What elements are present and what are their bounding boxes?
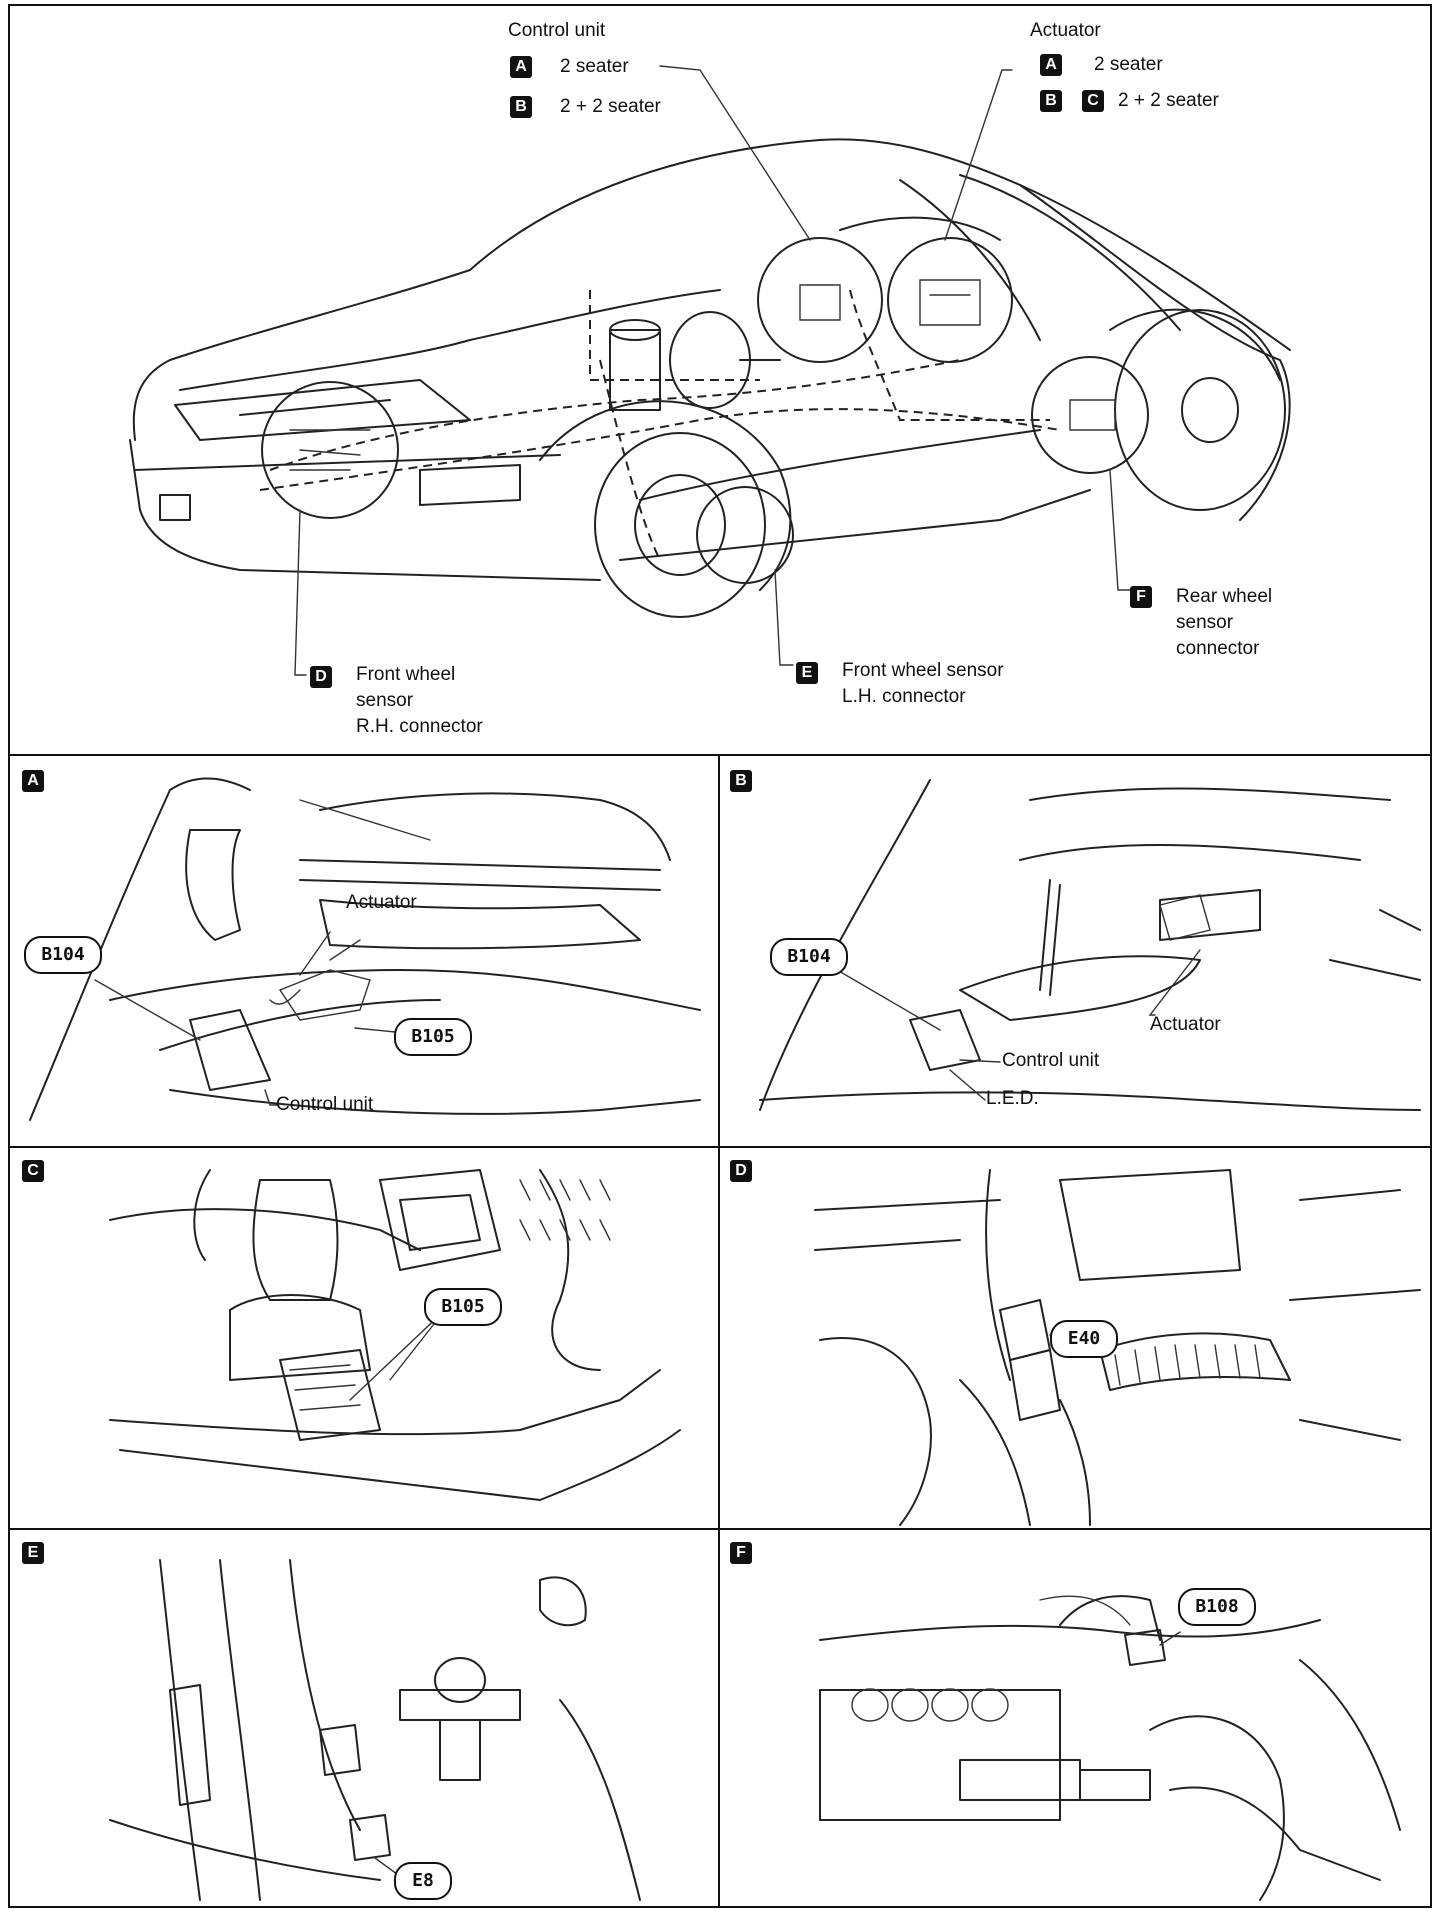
- front-lh-label: Front wheel sensor L.H. connector: [842, 660, 1004, 707]
- panel-f-illustration: [819, 1595, 1401, 1901]
- control-unit-2plus2-seater: 2 + 2 seater: [560, 96, 661, 117]
- panel-e-badge: E: [22, 1542, 44, 1564]
- actuator-2plus2-seater: 2 + 2 seater: [1118, 90, 1219, 111]
- panel-a-actuator-label: Actuator: [346, 892, 417, 913]
- car-illustration: [129, 65, 1291, 676]
- panel-d-badge: D: [730, 1160, 752, 1182]
- panel-b-badge: B: [730, 770, 752, 792]
- panel-a-control-unit-label: Control unit: [276, 1094, 374, 1115]
- panel-d-illustration: [814, 1169, 1421, 1526]
- rear-badge: F: [1130, 586, 1152, 608]
- panel-b-control-unit-label: Control unit: [1002, 1050, 1100, 1071]
- panel-f-frame: [718, 1528, 1432, 1908]
- panel-c-illustration: [109, 1169, 681, 1501]
- actuator-title: Actuator: [1030, 20, 1101, 41]
- actuator-badge-a: A: [1040, 54, 1062, 76]
- actuator-badge-b: B: [1040, 90, 1062, 112]
- rear-wheel-label: Rear wheel sensor connector: [1176, 586, 1273, 659]
- panel-c-badge: C: [22, 1160, 44, 1182]
- panel-b-actuator-label: Actuator: [1150, 1014, 1221, 1035]
- control-unit-badge-a: A: [510, 56, 532, 78]
- panel-a-badge: A: [22, 770, 44, 792]
- panel-f-badge: F: [730, 1542, 752, 1564]
- panel-b-led-label: L.E.D.: [986, 1088, 1039, 1109]
- panel-a-illustration: [29, 777, 701, 1121]
- connector-e8: E8: [394, 1862, 452, 1900]
- front-lh-badge: E: [796, 662, 818, 684]
- front-rh-badge: D: [310, 666, 332, 688]
- connector-b108: B108: [1178, 1588, 1256, 1626]
- connector-b104-b: B104: [770, 938, 848, 976]
- connector-b105-c: B105: [424, 1288, 502, 1326]
- panel-e-illustration: [109, 1559, 641, 1901]
- control-unit-badge-b: B: [510, 96, 532, 118]
- front-rh-label: Front wheel sensor R.H. connector: [356, 664, 483, 737]
- connector-b105-a: B105: [394, 1018, 472, 1056]
- actuator-2-seater: 2 seater: [1094, 54, 1163, 75]
- control-unit-title: Control unit: [508, 20, 606, 41]
- connector-b104-a: B104: [24, 936, 102, 974]
- control-unit-2-seater: 2 seater: [560, 56, 629, 77]
- actuator-badge-c: C: [1082, 90, 1104, 112]
- connector-e40: E40: [1050, 1320, 1118, 1358]
